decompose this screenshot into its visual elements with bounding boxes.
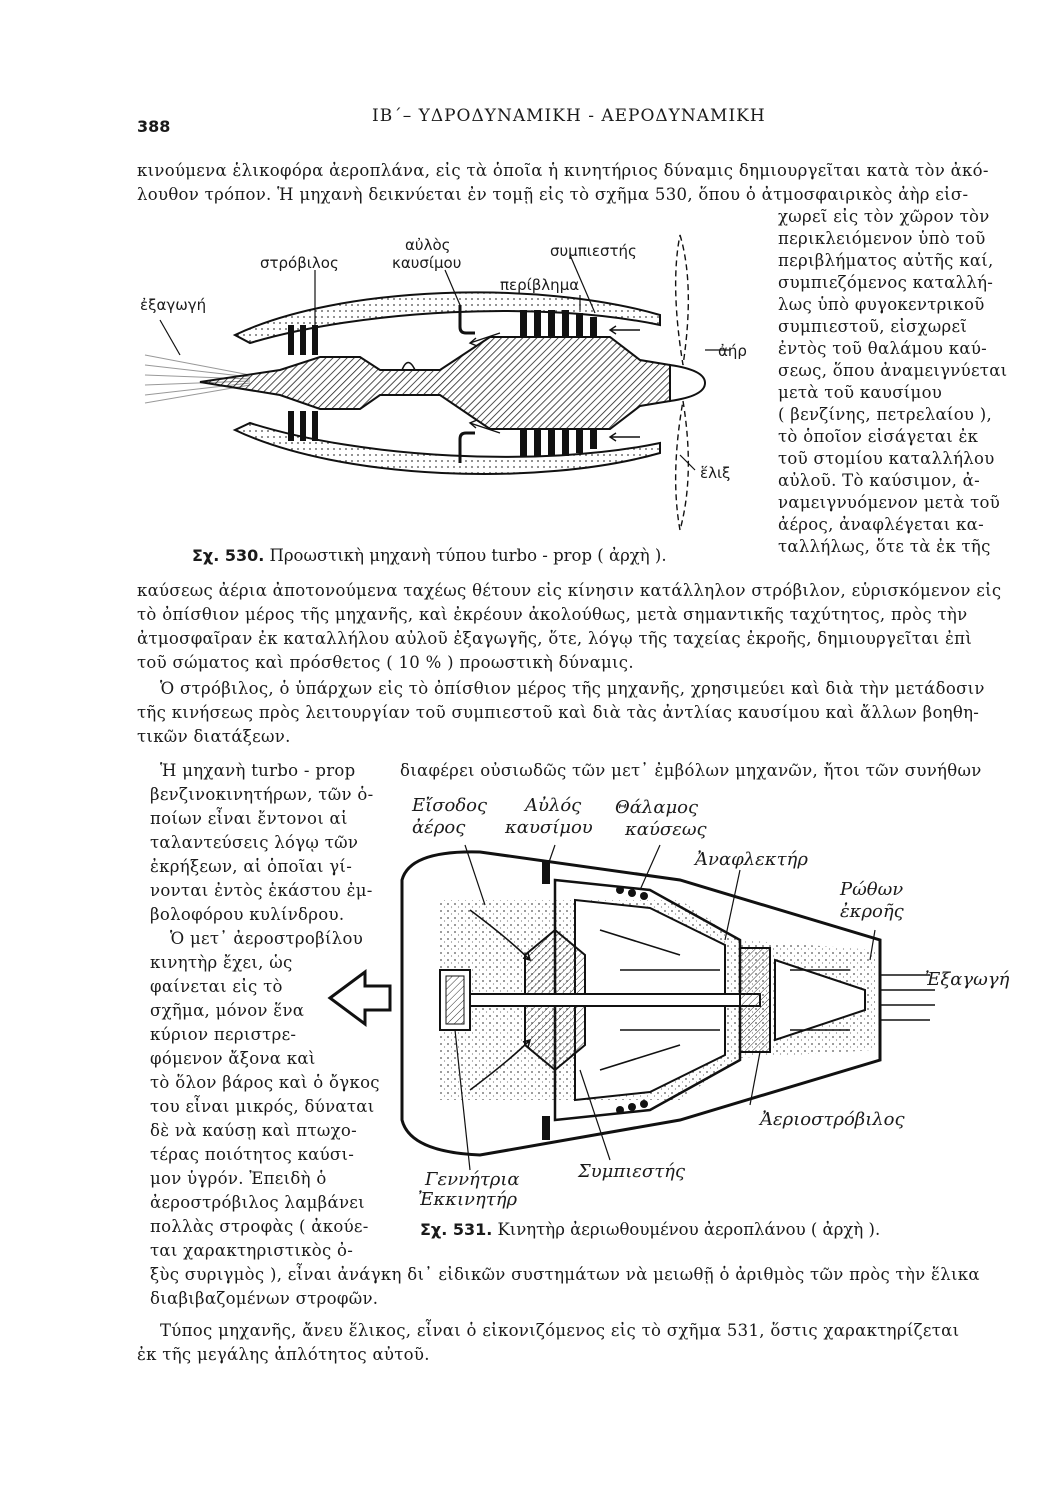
fig530-label-fuel-tube-2: καυσίμου xyxy=(392,254,462,272)
p3-narrow-line: φόμενον ἄξονα καὶ xyxy=(150,1049,316,1068)
fig531-label-chamber-1: Θάλαμος xyxy=(615,797,699,818)
p4-line-2: ἐκ τῆς μεγάλης ἁπλότητος αὐτοῦ. xyxy=(137,1345,430,1364)
fig530-label-casing: περίβλημα xyxy=(500,276,580,294)
p3-narrow-line: πολλὰς στροφὰς ( ἀκούε- xyxy=(150,1217,369,1236)
fig531-label-air-inlet-2: ἀέρος xyxy=(412,817,466,838)
p3-narrow-line: διαβιβαζομένων στροφῶν. xyxy=(150,1289,379,1308)
p3-narrow-line: βενζινοκινητήρων, τῶν ὁ- xyxy=(150,785,374,804)
p3-narrow-line: ἀεροστρόβιλος λαμβάνει xyxy=(150,1193,365,1212)
fig530-label-turbine: στρόβιλος xyxy=(260,254,339,272)
figure-530-drawing xyxy=(144,234,730,531)
side-line: τὸ ὁποῖον εἰσάγεται ἐκ xyxy=(778,427,979,446)
p3-narrow-line: τέρας ποιότητος καύσι- xyxy=(150,1145,355,1164)
figure-530-number: Σχ. 530. xyxy=(192,546,265,565)
p1-side-column: χωρεῖ εἰς τὸν χῶρον τὸν περικλειόμενον ὑ… xyxy=(778,206,1028,558)
fig531-label-exhaust: Ἐξαγωγή xyxy=(925,969,1010,990)
p1-full-line-4: τοῦ σώματος καὶ πρόσθετος ( 10 % ) προωσ… xyxy=(137,653,634,672)
p3-narrow-line: νονται ἐντὸς ἑκάστου ἐμ- xyxy=(150,881,373,900)
side-line: συμπιεζόμενος καταλλή- xyxy=(778,273,994,292)
side-line: χωρεῖ εἰς τὸν χῶρον τὸν xyxy=(778,207,990,226)
side-line: ταλλήλως, ὅτε τὰ ἐκ τῆς xyxy=(778,537,991,556)
fig531-label-fuel-tube-1: Αὐλός xyxy=(525,795,582,816)
p1-full-line-3: ἀτμοσφαῖραν ἐκ καταλλήλου αὐλοῦ ἐξαγωγῆς… xyxy=(137,629,973,648)
side-line: λως ὑπὸ φυγοκεντρικοῦ xyxy=(778,295,985,314)
p3-narrow-line: σχῆμα, μόνον ἕνα xyxy=(150,1001,305,1020)
side-line: ἐντὸς τοῦ θαλάμου καύ- xyxy=(778,339,988,358)
p1-line-1: κινούμενα ἑλικοφόρα ἀεροπλάνα, εἰς τὰ ὁπ… xyxy=(137,161,989,180)
figure-531: Εἴσοδος ἀέρος Αὐλός καυσίμου Θάλαμος καύ… xyxy=(320,790,1009,1210)
fig531-label-spark-plug: Ἀναφλεκτήρ xyxy=(695,849,808,870)
p3-first-line-right: διαφέρει οὐσιωδῶς τῶν μετ᾽ ἐμβόλων μηχαν… xyxy=(400,761,982,780)
p2-line-1: Ὁ στρόβιλος, ὁ ὑπάρχων εἰς τὸ ὀπίσθιον μ… xyxy=(160,679,985,698)
figure-531-caption: Σχ. 531. Κινητὴρ ἀεριωθουμένου ἀεροπλάνο… xyxy=(420,1220,880,1239)
fig530-label-exhaust: ἐξαγωγή xyxy=(140,296,207,314)
p3-narrow-line: δὲ νὰ καύσῃ καὶ πτωχο- xyxy=(150,1121,358,1140)
p3-narrow-line: ξὺς συριγμὸς ), εἶναι ἀνάγκη δι᾽ εἰδικῶν… xyxy=(150,1265,980,1284)
fig530-label-compressor: συμπιεστής xyxy=(550,242,637,260)
p1-line-2: λουθον τρόπον. Ἡ μηχανὴ δεικνύεται ἐν το… xyxy=(137,185,969,204)
figure-530-caption-text: Προωστικὴ μηχανὴ τύπου turbo - prop ( ἀρ… xyxy=(269,546,667,565)
p3-narrow-line: ταλαντεύσεις λόγῳ τῶν xyxy=(150,833,359,852)
fig531-label-generator-1: Γεννήτρια xyxy=(425,1169,520,1190)
p3-narrow-line: ἐκρήξεων, αἱ ὁποῖαι γί- xyxy=(150,857,353,876)
figure-531-drawing xyxy=(327,844,935,1171)
fig531-label-nozzle-1: Ρώθων xyxy=(840,879,904,900)
p3-narrow-line: ται χαρακτηριστικὸς ὀ- xyxy=(150,1241,354,1260)
side-line: συμπιεστοῦ, εἰσχωρεῖ xyxy=(778,317,968,336)
p2-line-3: τικῶν διατάξεων. xyxy=(137,727,291,746)
side-line: ( βενζίνης, πετρελαίου ), xyxy=(778,405,993,424)
p3-narrow-line: κύριον περιστρε- xyxy=(150,1025,297,1044)
figure-530: στρόβιλος αὐλὸς καυσίμου συμπιεστής περί… xyxy=(140,225,770,545)
fig530-label-air: ἀήρ xyxy=(718,342,747,360)
p3-narrow-line: του εἶναι μικρός, δύναται xyxy=(150,1097,375,1116)
side-line: περικλειόμενον ὑπὸ τοῦ xyxy=(778,229,986,248)
running-title: ΙΒ΄– ΥΔΡΟΔΥΝΑΜΙΚΗ - ΑΕΡΟΔΥΝΑΜΙΚΗ xyxy=(372,106,766,126)
page-number: 388 xyxy=(137,117,171,136)
side-line: σεως, ὅπου ἀναμειγνύεται xyxy=(778,361,1008,380)
p3-narrow-line: κινητὴρ ἔχει, ὡς xyxy=(150,953,293,972)
figure-530-caption: Σχ. 530. Προωστικὴ μηχανὴ τύπου turbo - … xyxy=(192,546,667,565)
side-line: αὐλοῦ. Τὸ καύσιμον, ἀ- xyxy=(778,471,980,490)
p2-line-2: τῆς κινήσεως πρὸς λειτουργίαν τοῦ συμπιε… xyxy=(137,703,980,722)
fig531-label-generator-2: Ἐκκινητήρ xyxy=(418,1189,518,1210)
fig531-label-compressor: Συμπιεστής xyxy=(578,1161,686,1182)
p4-line-1: Τύπος μηχανῆς, ἄνευ ἕλικος, εἶναι ὁ εἰκο… xyxy=(160,1321,960,1340)
figure-531-number: Σχ. 531. xyxy=(420,1220,493,1239)
fig530-label-propeller: ἕλιξ xyxy=(700,464,731,482)
figure-531-caption-text: Κινητὴρ ἀεριωθουμένου ἀεροπλάνου ( ἀρχὴ … xyxy=(497,1220,881,1239)
p3-first-line-left: Ἡ μηχανὴ turbo - prop xyxy=(160,761,356,780)
fig531-label-nozzle-2: ἐκροῆς xyxy=(840,901,904,922)
side-line: ἀέρος, ἀναφλέγεται κα- xyxy=(778,515,984,534)
side-line: περιβλήματος αὐτῆς καί, xyxy=(778,251,994,270)
side-line: ναμειγνυόμενον μετὰ τοῦ xyxy=(778,493,1001,512)
fig531-label-chamber-2: καύσεως xyxy=(625,819,707,840)
side-line: τοῦ στομίου καταλλήλου xyxy=(778,449,995,468)
fig531-label-fuel-tube-2: καυσίμου xyxy=(505,817,593,838)
fig531-label-air-inlet-1: Εἴσοδος xyxy=(412,795,488,816)
p3-narrow-line: βολοφόρου κυλίνδρου. xyxy=(150,905,345,924)
p1-full-line-1: καύσεως ἀέρια ἀποτονούμενα ταχέως θέτουν… xyxy=(137,581,1002,600)
p3-narrow-line: Ὁ μετ᾽ ἀεροστροβίλου xyxy=(170,929,364,948)
p3-narrow-line: φαίνεται εἰς τὸ xyxy=(150,977,283,996)
fig531-label-gas-turbine: Ἀεριοστρόβιλος xyxy=(760,1109,905,1130)
fig530-label-fuel-tube-1: αὐλὸς xyxy=(405,236,451,254)
p3-narrow-line: μον ὑγρόν. Ἐπειδὴ ὁ xyxy=(150,1169,327,1188)
p3-narrow-line: τὸ ὅλον βάρος καὶ ὁ ὄγκος xyxy=(150,1073,380,1092)
p1-full-line-2: τὸ ὀπίσθιον μέρος τῆς μηχανῆς, καὶ ἐκρέο… xyxy=(137,605,968,624)
side-line: μετὰ τοῦ καυσίμου xyxy=(778,383,943,402)
p3-narrow-line: ποίων εἶναι ἔντονοι αἱ xyxy=(150,809,348,828)
